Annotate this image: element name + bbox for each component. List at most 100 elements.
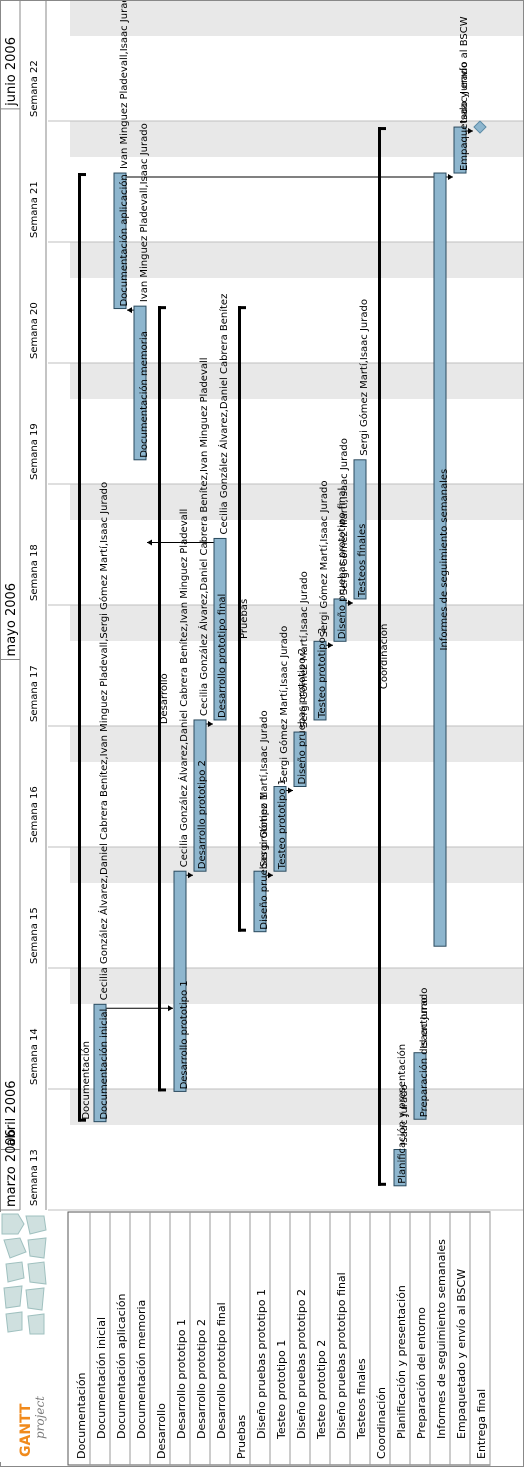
dependency-arrowhead bbox=[448, 174, 453, 181]
task-bar bbox=[433, 172, 447, 947]
task-name-label: Documentación aplicación bbox=[118, 174, 130, 306]
task-name-label: Planificación y presentación bbox=[396, 1044, 408, 1184]
week-label: Semana 17 bbox=[29, 665, 40, 722]
task-name-label: Empaquetado y envío al BSCW bbox=[458, 16, 470, 171]
task-resources-label: Isaac Jurado bbox=[399, 1084, 410, 1145]
weekend-band bbox=[70, 1089, 524, 1125]
weekend-band bbox=[70, 968, 524, 1004]
dependency-arrowhead bbox=[468, 128, 473, 135]
task-bar bbox=[293, 731, 307, 787]
task-name-label: Documentación memoria bbox=[138, 331, 150, 458]
task-bar bbox=[413, 1052, 427, 1120]
task-name-label: Diseño pruebas prototipo final bbox=[337, 488, 348, 640]
weekend-band bbox=[70, 605, 524, 641]
week-label: Semana 18 bbox=[29, 544, 40, 601]
dependency-link bbox=[99, 1004, 173, 1009]
dependency-arrowhead bbox=[168, 1005, 173, 1012]
week-label: Semana 20 bbox=[29, 302, 40, 359]
dependency-arrowhead bbox=[268, 872, 273, 879]
task-bar bbox=[133, 305, 147, 461]
task-name-label: Documentación bbox=[80, 1041, 92, 1120]
time-header bbox=[0, 0, 47, 1211]
group-bar-cap bbox=[158, 1088, 166, 1092]
task-bar bbox=[173, 870, 187, 1092]
task-list-item: Testeo prototipo 1 bbox=[275, 1340, 288, 1440]
task-bars bbox=[78, 120, 487, 1187]
weekend-band bbox=[70, 484, 524, 520]
week-label: Semana 15 bbox=[29, 907, 40, 964]
dependency-arrowhead bbox=[348, 599, 353, 606]
month-label: mayo 2006 bbox=[4, 583, 19, 657]
logo-wordmark: GANTT bbox=[18, 1403, 34, 1457]
weekend-band bbox=[70, 0, 524, 36]
task-bar bbox=[353, 459, 367, 600]
task-name-label: Desarrollo bbox=[159, 673, 170, 724]
task-resources-label: Ivan Minguez Pladevall,Isaac Jurado bbox=[119, 0, 130, 169]
dependency-arrowhead bbox=[208, 720, 213, 727]
task-list-item: Desarrollo prototipo 1 bbox=[175, 1319, 188, 1439]
milestone-marker bbox=[473, 120, 487, 134]
task-list-item: Planificación y presentación bbox=[395, 1285, 408, 1439]
group-bar bbox=[78, 173, 81, 1122]
task-bar bbox=[253, 870, 267, 933]
dependency-arrowhead bbox=[127, 307, 132, 314]
week-label: Semana 22 bbox=[29, 60, 40, 117]
group-bar-cap bbox=[378, 127, 386, 131]
task-list-item: Desarrollo prototipo 2 bbox=[195, 1319, 208, 1439]
task-list-item: Preparación del entorno bbox=[415, 1307, 428, 1439]
week-label: Semana 14 bbox=[29, 1028, 40, 1085]
task-resources-label: Sergi Gómez Martí,Isaac Jurado bbox=[318, 481, 330, 638]
task-name-label: Desarrollo prototipo 2 bbox=[197, 760, 208, 869]
task-name-label: Informes de seguimiento semanales bbox=[439, 469, 450, 651]
weekend-band bbox=[70, 121, 524, 157]
group-bar bbox=[378, 127, 381, 1186]
task-list-item: Documentación memoria bbox=[135, 1300, 148, 1439]
task-resources-label: Sergi Gómez Martí,Isaac Jurado bbox=[278, 626, 290, 783]
task-bar bbox=[393, 1149, 407, 1187]
ganttproject-logo: GANTT project bbox=[0, 1212, 48, 1462]
task-resources-label: Sergi Gómez Martí,Isaac Jurado bbox=[338, 438, 350, 595]
task-resources-label: Cecilia González Álvarez,Daniel Cabrera … bbox=[197, 357, 210, 716]
group-bar-cap bbox=[78, 1118, 86, 1122]
task-bar bbox=[93, 1003, 107, 1123]
task-list-item: Entrega final bbox=[475, 1389, 488, 1459]
task-resources-label: Sergi Gómez Martí,Isaac Jurado bbox=[298, 571, 310, 728]
task-list bbox=[67, 1211, 491, 1466]
task-list-item: Desarrollo bbox=[155, 1403, 168, 1459]
task-list-item: Empaquetado y envío al BSCW bbox=[455, 1269, 468, 1439]
task-resources-label: Isaac Jurado bbox=[459, 62, 470, 123]
group-bar-cap bbox=[78, 173, 86, 177]
task-list-item: Diseño pruebas prototipo final bbox=[335, 1272, 348, 1439]
month-label: abril 2006 bbox=[4, 1080, 19, 1146]
dependency-arrowhead bbox=[328, 642, 333, 649]
week-label: Semana 13 bbox=[29, 1149, 40, 1206]
weekend-band bbox=[70, 847, 524, 883]
task-name-label: Diseño pruebas prototipo 1 bbox=[259, 793, 270, 929]
task-name-label: Testeo prototipo 2 bbox=[317, 628, 328, 719]
task-bar bbox=[313, 640, 327, 721]
task-list-item: Testeos finales bbox=[355, 1358, 368, 1440]
task-resources-label: Sergi Gómez Martí,Isaac Jurado bbox=[358, 299, 370, 456]
task-name-label: Preparación del entorno bbox=[418, 997, 430, 1117]
task-bar bbox=[193, 719, 207, 872]
week-label: Semana 16 bbox=[29, 786, 40, 843]
task-bar bbox=[273, 786, 287, 872]
task-bar bbox=[453, 126, 467, 174]
task-list-item: Informes de seguimiento semanales bbox=[435, 1239, 448, 1439]
group-bar bbox=[158, 306, 161, 1092]
task-list-item: Desarrollo prototipo final bbox=[215, 1302, 228, 1439]
week-label: Semana 19 bbox=[29, 423, 40, 480]
task-list-item: Documentación inicial bbox=[95, 1317, 108, 1439]
month-label: junio 2006 bbox=[4, 37, 19, 107]
task-list-frame bbox=[67, 1211, 491, 1466]
task-list-item: Coordinación bbox=[375, 1387, 388, 1459]
task-name-label: Testeos finales bbox=[357, 524, 368, 598]
month-label: marzo 2006 bbox=[4, 1129, 19, 1207]
task-name-label: Desarrollo prototipo final bbox=[217, 594, 228, 718]
task-list-item: Documentación bbox=[75, 1372, 88, 1459]
task-name-label: Documentación inicial bbox=[98, 1009, 110, 1120]
task-name-label: Pruebas bbox=[239, 599, 250, 639]
task-list-item: Testeo prototipo 2 bbox=[315, 1340, 328, 1440]
